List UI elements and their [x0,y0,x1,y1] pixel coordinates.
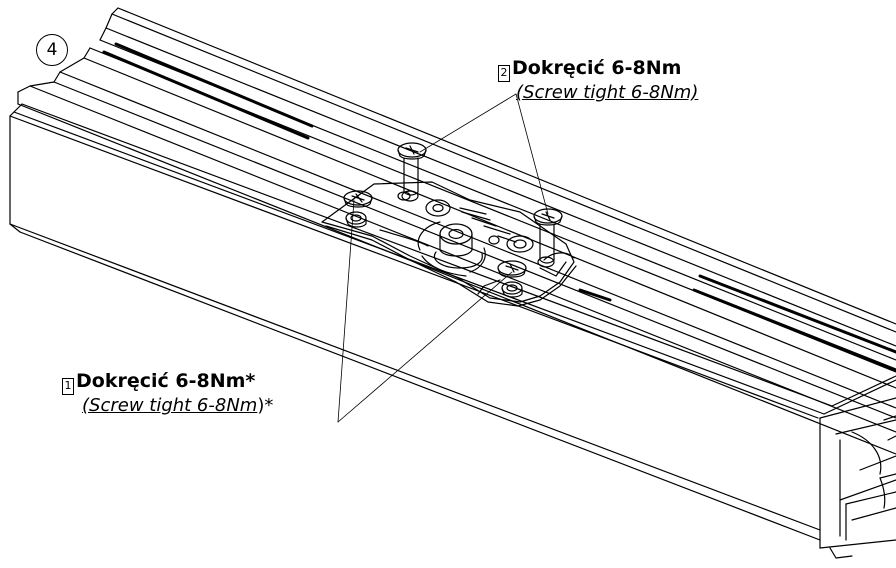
lower-step [819,417,896,549]
plate-holes [397,191,534,253]
leader-lines [337,93,549,423]
center-hub [433,223,483,269]
step-number-badge: 4 [36,34,68,66]
callout-bottom-text: Dokręcić 6-8Nm* [76,370,256,392]
front-face [9,103,833,541]
screw-rear [397,142,427,202]
top-deck [17,47,896,455]
callout-top-text: Dokręcić 6-8Nm [512,57,682,79]
callout-top-translation: (Screw tight 6-8Nm) [516,82,699,103]
step-number: 4 [46,40,58,60]
callout-top-index: 2 [498,65,510,82]
callout-bottom-suffix: )* [257,395,274,416]
mounting-plate [321,181,577,307]
callout-bottom-translation: (Screw tight 6-8Nm [82,395,258,416]
screw-front [497,260,527,298]
callout-bottom-index: 1 [62,378,74,395]
screw-right [533,208,563,268]
screw-left [343,190,373,228]
end-section [819,375,896,559]
slot-lines [102,42,896,372]
